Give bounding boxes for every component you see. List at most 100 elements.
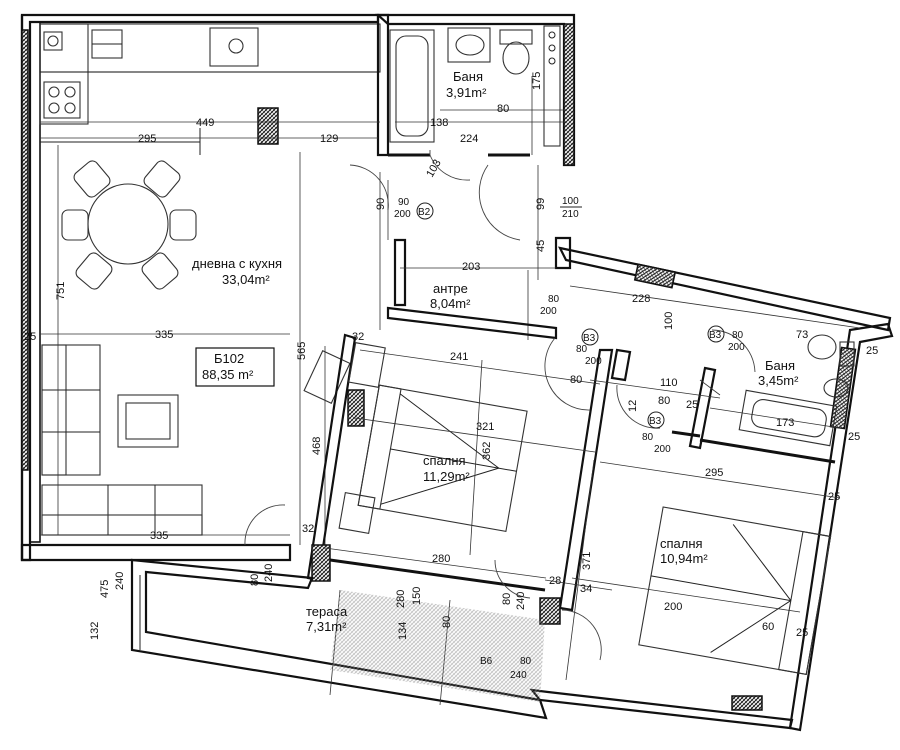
dim-175: 175 (531, 72, 543, 90)
dim-90: 90 (375, 198, 387, 210)
dim-110: 110 (660, 377, 678, 389)
dim-280a: 280 (432, 553, 450, 565)
dim-138: 138 (430, 117, 448, 129)
dim-25e: 25 (24, 331, 36, 343)
dim-228: 228 (632, 293, 650, 305)
hall-area: 8,04m² (430, 296, 471, 311)
bed-2 (638, 506, 832, 676)
apartment-box (195, 347, 275, 387)
door-hall-height: 200 (540, 306, 557, 317)
dim-25f: 25 (686, 399, 698, 411)
dim-295b: 295 (705, 467, 723, 479)
dim-203: 203 (462, 261, 480, 273)
dim-32b: 32 (302, 523, 314, 535)
door-labels: 90 200 B2 100 210 80 200 B3 80 200 B3 80… (394, 196, 745, 681)
dim-80a: 80 (497, 103, 509, 115)
door-b2-marker (416, 202, 434, 220)
dim-73: 73 (796, 329, 808, 341)
door-bed2-w: 80 (642, 432, 654, 443)
dim-335a: 335 (155, 329, 173, 341)
dim-80b: 80 (570, 374, 582, 386)
door-bed2-marker (647, 411, 665, 429)
bath2-area: 3,45m² (758, 373, 799, 388)
door-bath2-width: 80 (732, 330, 744, 341)
dim-371: 371 (581, 552, 593, 570)
living-area: 33,04m² (222, 272, 270, 287)
living-kitchen-block (20, 13, 390, 562)
dim-28: 28 (549, 575, 561, 587)
dim-449: 449 (196, 117, 214, 129)
dim-150: 150 (411, 587, 423, 605)
dim-173: 173 (776, 417, 794, 429)
bath1-area: 3,91m² (446, 85, 487, 100)
dim-240c: 240 (515, 592, 527, 610)
hall-block (349, 164, 572, 340)
door-b2-height: 200 (394, 209, 411, 220)
dim-362: 362 (481, 442, 493, 460)
dim-335b: 335 (150, 530, 168, 542)
door-bath2-marker (707, 325, 725, 343)
dim-240b: 240 (263, 564, 275, 582)
bedroom2-area: 10,94m² (660, 551, 708, 566)
door-b2-width: 90 (398, 197, 410, 208)
door-entry-height: 210 (562, 209, 579, 220)
dim-295: 295 (138, 133, 156, 145)
door-bath2-height: 200 (728, 342, 745, 353)
terrace-area: 7,31m² (306, 619, 347, 634)
door-bed2-tag: B3 (649, 416, 662, 427)
dim-25d: 25 (796, 627, 808, 639)
dim-224: 224 (460, 133, 478, 145)
dim-100: 100 (663, 312, 675, 330)
dim-80e: 80 (501, 593, 513, 605)
dimension-labels: 449 295 129 138 224 80 175 751 335 335 5… (24, 72, 878, 640)
dim-25b: 25 (848, 431, 860, 443)
bedroom2-name: спалня (660, 536, 703, 551)
right-wing (244, 246, 894, 732)
dim-565: 565 (296, 342, 308, 360)
door-hall-width: 80 (548, 294, 560, 305)
door-hall-marker (581, 328, 599, 346)
dim-25c: 25 (828, 491, 840, 503)
dim-751: 751 (55, 282, 67, 300)
dim-12: 12 (627, 400, 639, 412)
dim-280b: 280 (395, 590, 407, 608)
dim-34: 34 (580, 583, 592, 595)
door-bath2-tag: B3 (709, 330, 722, 341)
dim-103: 103 (424, 158, 444, 180)
dim-240a: 240 (114, 572, 126, 590)
door-bed1-w: 80 (576, 344, 588, 355)
living-name: дневна с кухня (192, 256, 282, 271)
dim-60: 60 (762, 621, 774, 633)
door-bed2-h: 200 (654, 444, 671, 455)
room-labels: Баня 3,91m² дневна с кухня 33,04m² Б102 … (192, 69, 799, 634)
dim-132: 132 (89, 622, 101, 640)
door-bed1-h: 200 (585, 356, 602, 367)
door-terrace-tag: B6 (480, 656, 493, 667)
apartment-id: Б102 (214, 351, 244, 366)
terrace (130, 558, 548, 720)
bedroom1-name: спалня (423, 453, 466, 468)
door-b2-tag: B2 (418, 207, 431, 218)
hall-name: антре (433, 281, 468, 296)
bathroom-1 (375, 13, 576, 181)
door-terrace-width: 80 (520, 656, 532, 667)
apartment-area: 88,35 m² (202, 367, 254, 382)
door-terrace-height: 240 (510, 670, 527, 681)
terrace-name: тераса (306, 604, 348, 619)
dim-80f: 80 (441, 616, 453, 628)
dim-468: 468 (311, 437, 323, 455)
door-hall-tag: B3 (583, 333, 596, 344)
dim-32a: 32 (352, 331, 364, 343)
bath1-name: Баня (453, 69, 483, 84)
bath2-name: Баня (765, 358, 795, 373)
dim-134: 134 (397, 622, 409, 640)
dim-80c: 80 (658, 395, 670, 407)
dim-80d: 80 (249, 574, 261, 586)
dim-321: 321 (476, 421, 494, 433)
dim-129: 129 (320, 133, 338, 145)
dining-table (61, 160, 197, 290)
dim-241: 241 (450, 351, 468, 363)
dim-475: 475 (99, 580, 111, 598)
dim-99: 99 (535, 198, 547, 210)
